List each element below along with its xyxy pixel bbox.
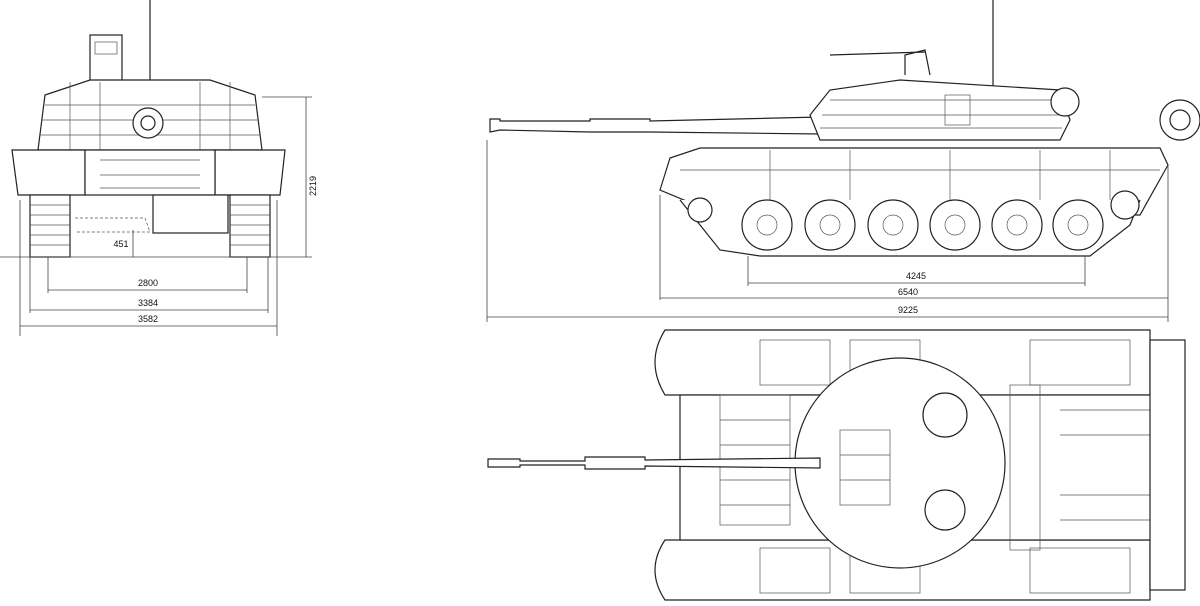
dim-track-width: 3384	[138, 298, 158, 308]
right-fender	[214, 149, 286, 196]
gun-barrel-top	[487, 456, 821, 470]
front-view: 2219 451 2800 3384 3582	[0, 0, 318, 336]
side-view: 4245 6540 9225	[486, 0, 1200, 322]
dim-overall-width: 3582	[138, 314, 158, 324]
dim-overall-length: 9225	[898, 305, 918, 315]
dim-height: 2219	[308, 176, 318, 196]
gun-muzzle	[132, 107, 164, 139]
turret-top	[794, 357, 1006, 569]
dim-hull-length: 6540	[898, 287, 918, 297]
commander-hatch	[922, 392, 968, 438]
road-wheels	[687, 190, 1140, 251]
left-track	[29, 194, 71, 258]
left-fender	[11, 149, 86, 196]
gun-barrel	[489, 116, 821, 135]
right-fender-top	[654, 539, 1151, 601]
top-view	[487, 329, 1186, 601]
gunner-hatch	[924, 489, 966, 531]
dim-track-contact-length: 4245	[906, 271, 926, 281]
spare-drum	[1159, 99, 1200, 141]
dim-ground-clearance: 451	[113, 239, 128, 249]
machine-gun-mount	[904, 49, 931, 76]
dim-track-gauge: 2800	[138, 278, 158, 288]
right-track	[229, 194, 271, 258]
turret-side	[809, 79, 1071, 141]
